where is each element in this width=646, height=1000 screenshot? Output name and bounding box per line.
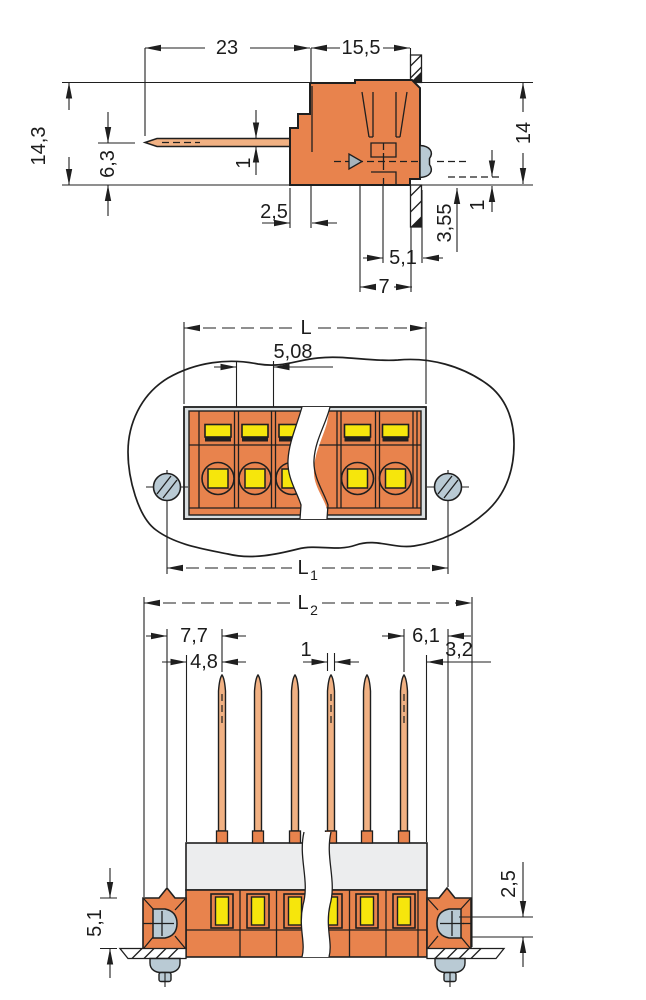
dim-L2-subscript: 2	[310, 602, 318, 618]
dim-3-55: 3,55	[434, 204, 456, 243]
fixing-screw-front-left	[146, 470, 188, 574]
dim-6-3: 6,3	[97, 150, 119, 178]
mounting-flange-right	[426, 886, 472, 950]
dim-14-3: 14,3	[28, 127, 50, 166]
solder-pin-side	[142, 137, 293, 148]
pin-bases	[215, 830, 411, 844]
dim-5-08: 5,08	[274, 341, 313, 363]
dim-pin-width-1: 1	[300, 639, 311, 661]
dim-5-1-rear: 5,1	[84, 909, 106, 937]
dim-2-5-rear: 2,5	[498, 870, 520, 898]
dim-3-2: 3,2	[445, 639, 473, 661]
dim-6-1: 6,1	[412, 625, 440, 647]
panel-cutout-outline	[127, 356, 515, 558]
panel-section	[409, 54, 423, 228]
fixing-screw-side	[419, 144, 433, 179]
dim-15-5: 15,5	[342, 37, 381, 59]
dim-panel-1: 1	[467, 199, 489, 210]
dim-5-1: 5,1	[389, 247, 417, 269]
clamp-marker-triangle	[348, 152, 364, 171]
dim-L1-subscript: 1	[310, 567, 318, 583]
dim-14: 14	[513, 122, 535, 144]
dim-7-7: 7,7	[180, 625, 208, 647]
fixing-screw-front-right	[427, 470, 469, 574]
connector-body-side	[289, 79, 433, 186]
dim-L1: L	[297, 557, 308, 579]
break-line-rear	[300, 831, 333, 958]
dim-23: 23	[216, 37, 238, 59]
panel-strip	[118, 947, 506, 960]
dim-pin-1: 1	[233, 157, 255, 168]
dim-7: 7	[378, 276, 389, 298]
dim-2-5: 2,5	[260, 201, 288, 223]
mounting-flange-left	[142, 886, 187, 950]
connector-housing-rear	[185, 830, 428, 958]
solder-pins	[217, 673, 409, 832]
break-line	[287, 406, 331, 520]
connector-front	[183, 406, 427, 520]
side-view: 23 15,5 14,3 6,3 1 2,5 5,1 7	[28, 37, 535, 298]
dim-L2: L	[297, 592, 308, 614]
panel-screw-left	[149, 957, 181, 987]
front-view: L 5,08	[127, 317, 515, 583]
dim-L: L	[300, 317, 311, 339]
pin-view: L 2 7,7 4,8 1 6,1 3,2	[84, 592, 533, 987]
panel-screw-right	[434, 957, 466, 987]
dim-4-8: 4,8	[190, 651, 218, 673]
